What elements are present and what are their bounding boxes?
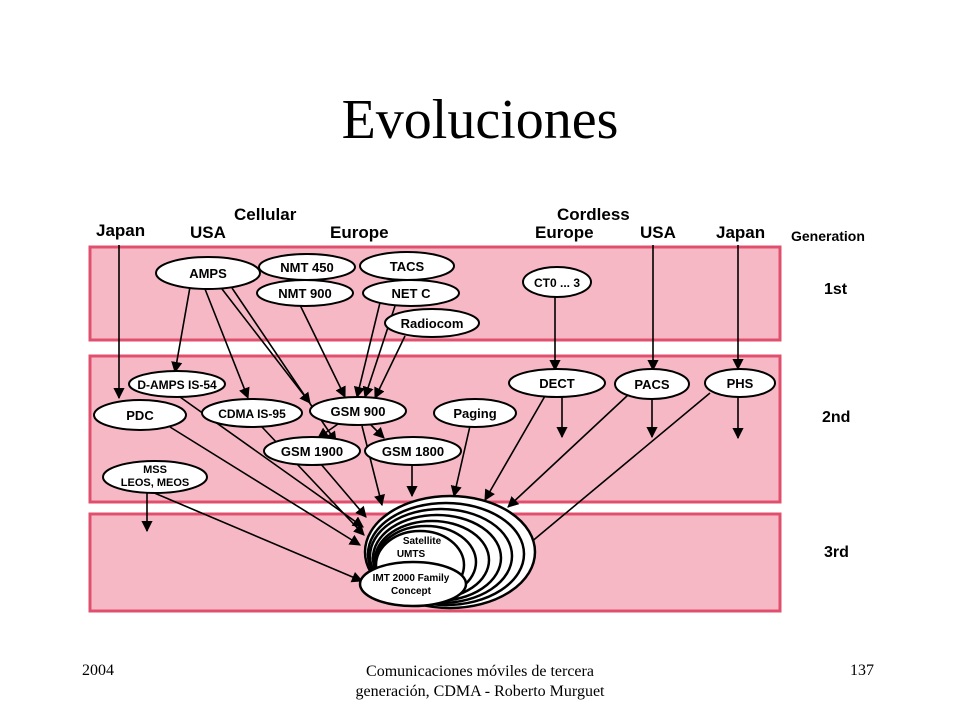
arrow-nmt900-to-gsm900	[299, 304, 346, 399]
footer-center-text: Comunicaciones móviles de tercera genera…	[355, 663, 605, 700]
node-netc-label: NET C	[392, 286, 432, 301]
node-paging: Paging	[433, 398, 517, 428]
header-usa-left: USA	[190, 223, 226, 242]
node-nmt450: NMT 450	[258, 253, 356, 281]
node-nmt900-label: NMT 900	[278, 286, 331, 301]
header-europe-left: Europe	[330, 223, 389, 242]
node-imt-label-line2: Concept	[391, 586, 432, 597]
node-mss: MSS LEOS, MEOS	[102, 460, 208, 494]
node-gsm900-label: GSM 900	[331, 404, 386, 419]
node-damps: D-AMPS IS-54	[128, 370, 226, 398]
node-paging-label: Paging	[453, 406, 496, 421]
node-satellite-label: Satellite	[403, 536, 442, 547]
node-pdc: PDC	[93, 399, 187, 431]
node-radiocom: Radiocom	[384, 308, 480, 338]
node-amps: AMPS	[155, 256, 261, 290]
node-mss-label-line1: MSS	[143, 464, 167, 476]
arrow-pacs-to-3g	[507, 394, 629, 508]
arrow-paging-to-3g	[450, 425, 471, 498]
node-pacs-label: PACS	[634, 377, 669, 392]
node-ct0-label: CT0 ... 3	[534, 276, 580, 290]
evolution-arrows	[113, 245, 744, 583]
header-cellular: Cellular	[234, 205, 297, 224]
node-umts-label: UMTS	[397, 549, 426, 560]
header-japan-right: Japan	[716, 223, 765, 242]
generation-label-2nd: 2nd	[822, 409, 850, 426]
node-tacs: TACS	[359, 251, 455, 281]
node-imt2000	[358, 494, 537, 610]
node-phs: PHS	[704, 368, 776, 398]
generation-label-1st: 1st	[824, 281, 848, 298]
header-generation: Generation	[791, 228, 865, 244]
arrow-mss-to-3g	[151, 491, 364, 583]
node-gsm1900: GSM 1900	[263, 436, 361, 466]
node-tacs-label: TACS	[390, 259, 425, 274]
node-amps-label: AMPS	[189, 266, 227, 281]
arrow-amps-to-gsm900	[221, 288, 311, 404]
footer-page-number: 137	[850, 662, 874, 679]
node-nmt900: NMT 900	[256, 279, 354, 307]
node-netc: NET C	[362, 279, 460, 307]
arrow-amps-to-damps	[171, 286, 191, 374]
arrow-dect-to-3g	[484, 395, 546, 501]
node-phs-label: PHS	[727, 376, 754, 391]
arrow-phs-to-3g	[523, 392, 711, 549]
header-usa-right: USA	[640, 223, 676, 242]
node-ct0: CT0 ... 3	[522, 266, 592, 298]
header-cordless: Cordless	[557, 205, 630, 224]
node-gsm900: GSM 900	[309, 396, 407, 426]
node-pdc-label: PDC	[126, 408, 154, 423]
arrow-gsm1900-to-3g	[319, 462, 367, 518]
node-imt-label-line1: IMT 2000 Family	[373, 573, 450, 584]
node-cdma: CDMA IS-95	[201, 398, 303, 428]
node-nmt450-label: NMT 450	[280, 260, 333, 275]
arrow-radiocom-to-gsm900	[374, 335, 406, 400]
generation-label-3rd: 3rd	[824, 544, 849, 561]
node-mss-label-line2: LEOS, MEOS	[121, 477, 189, 489]
node-gsm1900-label: GSM 1900	[281, 444, 343, 459]
node-damps-label: D-AMPS IS-54	[137, 378, 217, 392]
arrow-gsm900-to-3g	[361, 425, 385, 507]
arrow-gsm900-to-gsm1800	[369, 423, 385, 439]
node-dect: DECT	[508, 368, 606, 398]
header-europe-right: Europe	[535, 223, 594, 242]
slide-title: Evoluciones	[341, 89, 619, 151]
arrow-amps-to-cdma	[204, 288, 250, 400]
node-radiocom-label: Radiocom	[401, 316, 464, 331]
node-gsm1800-label: GSM 1800	[382, 444, 444, 459]
node-gsm1800: GSM 1800	[364, 436, 462, 466]
node-cdma-label: CDMA IS-95	[218, 407, 286, 421]
footer-year: 2004	[82, 662, 114, 679]
arrow-pdc-to-3g	[169, 426, 361, 546]
node-dect-label: DECT	[539, 376, 574, 391]
arrow-gsm900-to-gsm1900	[317, 423, 339, 439]
header-japan-left: Japan	[96, 221, 145, 240]
node-pacs: PACS	[614, 368, 690, 400]
